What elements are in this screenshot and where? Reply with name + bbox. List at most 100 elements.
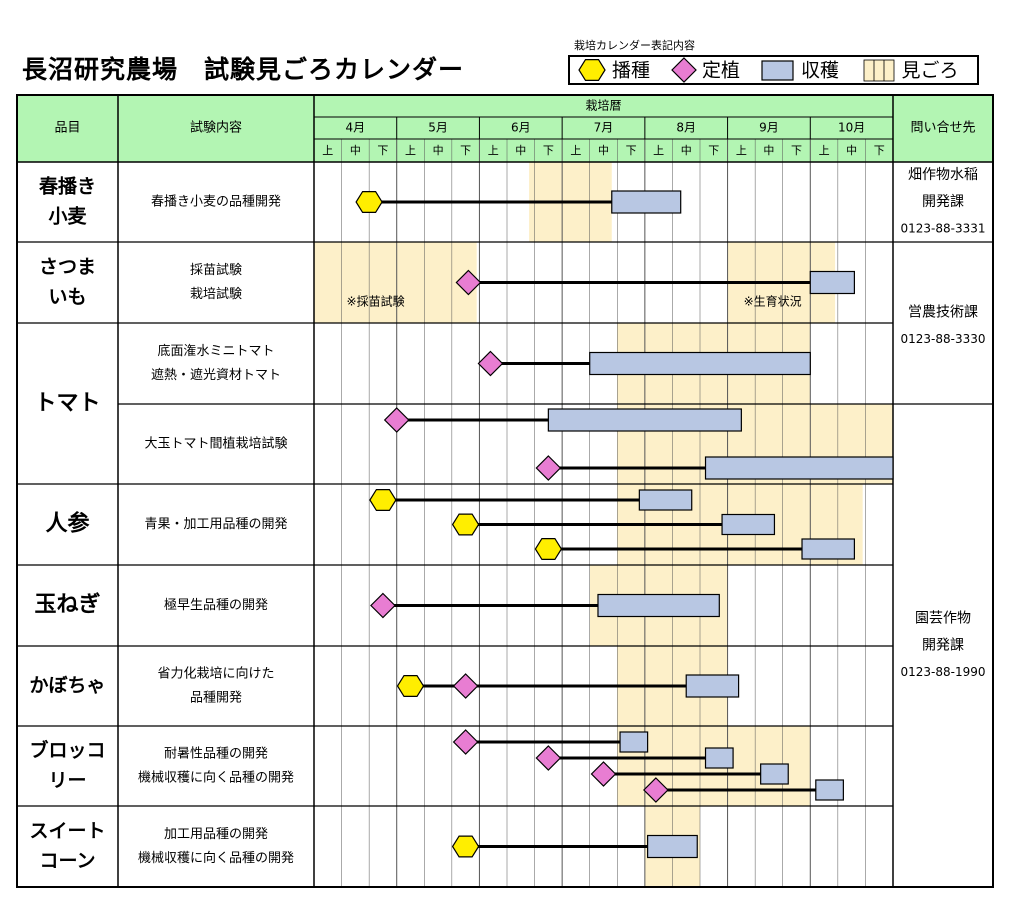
header-month: 6月 — [511, 121, 531, 135]
planting-marker — [383, 407, 410, 433]
row-note: ※採苗試験 — [347, 294, 405, 309]
harvest-bar — [704, 747, 734, 769]
harvest-bar — [760, 763, 789, 785]
row-item-label: さつま — [39, 256, 96, 278]
row-item-label: リー — [48, 770, 86, 792]
row-content-label: 省力化栽培に向けた — [157, 666, 274, 682]
header-decade: 中 — [763, 144, 774, 157]
row-content-label: 採苗試験 — [190, 262, 242, 278]
harvest-bar — [704, 456, 894, 480]
harvest-bar — [647, 834, 698, 859]
row-item-label: コーン — [39, 850, 95, 872]
highlight-band — [314, 242, 477, 323]
header-decade: 中 — [515, 144, 526, 157]
contact-phone: 0123-88-3331 — [900, 222, 985, 236]
legend — [568, 55, 979, 85]
header-decade: 下 — [460, 144, 471, 157]
row-content-label: 底面潅水ミニトマト — [157, 343, 274, 359]
header-decade: 上 — [653, 144, 664, 157]
legend-sowing-label: 播種 — [612, 60, 650, 82]
row-content-label: 栽培試験 — [190, 286, 242, 302]
table-header-bg — [17, 95, 993, 162]
table-border — [16, 94, 994, 888]
row-item-label: いも — [48, 286, 86, 308]
harvest-bar — [611, 190, 682, 214]
harvest-bar — [638, 489, 693, 511]
header-contact: 問い合せ先 — [910, 121, 975, 136]
header-decade: 下 — [791, 144, 802, 157]
row-content-label: 青果・加工用品種の開発 — [144, 516, 287, 532]
planting-marker — [370, 592, 396, 619]
row-item-label: トマト — [34, 391, 100, 416]
header-history: 栽培暦 — [585, 98, 621, 113]
harvest-bar — [619, 731, 649, 753]
planting-marker — [455, 269, 482, 296]
header-decade: 上 — [322, 144, 333, 157]
row-content-label: 極早生品種の開発 — [164, 597, 268, 613]
legend-highlight-icon — [863, 59, 895, 82]
row-content-label: 加工用品種の開発 — [164, 826, 268, 842]
legend-planting-label: 定植 — [702, 60, 740, 82]
header-decade: 下 — [543, 144, 554, 157]
header-decade: 下 — [708, 144, 719, 157]
planting-marker — [535, 745, 562, 771]
sowing-marker — [451, 835, 480, 858]
row-item-label: かぼちゃ — [29, 675, 105, 697]
legend-highlight-label: 見ごろ — [901, 60, 958, 82]
contact-dept: 開発課 — [922, 638, 964, 654]
sowing-marker — [534, 537, 563, 561]
page-title: 長沼研究農場 試験見ごろカレンダー — [22, 55, 465, 84]
contact-dept: 開発課 — [922, 194, 964, 210]
header-decade: 下 — [377, 144, 388, 157]
sowing-marker — [396, 674, 425, 698]
header-month: 5月 — [428, 121, 448, 135]
contact-phone: 0123-88-1990 — [900, 665, 985, 679]
header-content: 試験内容 — [190, 120, 242, 136]
contact-dept: 畑作物水稲 — [908, 167, 978, 183]
harvest-bar — [589, 351, 811, 376]
row-content-label: 機械収穫に向く品種の開発 — [138, 770, 294, 786]
harvest-bar — [815, 779, 844, 801]
planting-marker — [477, 350, 504, 377]
row-item-label: 人参 — [45, 511, 89, 537]
planting-marker — [643, 777, 669, 803]
row-item-label: 小麦 — [48, 205, 87, 228]
header-decade: 上 — [736, 144, 747, 157]
harvest-bar — [597, 593, 720, 618]
header-decade: 下 — [626, 144, 637, 157]
header-decade: 中 — [433, 144, 444, 157]
header-decade: 中 — [350, 144, 361, 157]
sowing-marker — [451, 513, 480, 536]
header-decade: 中 — [846, 144, 857, 157]
header-month: 9月 — [759, 121, 779, 135]
row-content-label: 春播き小麦の品種開発 — [151, 194, 281, 210]
header-decade: 上 — [570, 144, 581, 157]
harvest-bar — [809, 270, 855, 295]
header-month: 10月 — [838, 121, 865, 135]
planting-marker — [535, 455, 562, 481]
header-decade: 上 — [819, 144, 830, 157]
row-content-label: 大玉トマト間植栽培試験 — [144, 436, 287, 452]
row-item-label: スイート — [29, 820, 105, 842]
row-item-label: 春播き — [39, 175, 96, 198]
legend-sowing-icon — [578, 58, 606, 82]
header-month: 8月 — [676, 121, 696, 135]
header-month: 4月 — [346, 121, 366, 135]
planting-marker — [452, 673, 479, 699]
header-item: 品目 — [54, 121, 80, 136]
row-item-label: ブロッコ — [29, 739, 105, 762]
header-month: 7月 — [594, 121, 614, 135]
planting-marker — [590, 761, 617, 787]
sowing-marker — [355, 191, 383, 213]
harvest-bar — [685, 674, 740, 698]
legend-harvest-label: 収穫 — [801, 60, 839, 82]
row-content-label: 耐暑性品種の開発 — [164, 746, 268, 762]
row-content-label: 遮熱・遮光資材トマト — [151, 367, 281, 383]
contact-phone: 0123-88-3330 — [900, 332, 985, 346]
header-decade: 中 — [681, 144, 692, 157]
row-content-label: 品種開発 — [190, 690, 242, 706]
planting-marker — [452, 729, 479, 755]
row-note: ※生育状況 — [744, 294, 802, 309]
row-item-label: 玉ねぎ — [34, 592, 100, 618]
contact-dept: 営農技術課 — [908, 305, 978, 321]
